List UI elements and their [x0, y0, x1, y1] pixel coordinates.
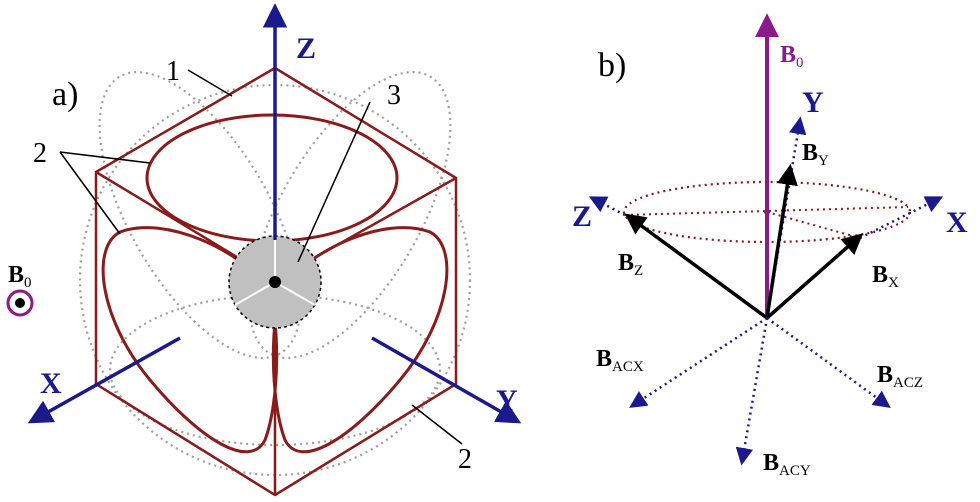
callout-2-left: 2 [33, 138, 47, 169]
bacy-label: BACY [763, 450, 811, 479]
callout-2-right-leader [411, 404, 463, 445]
x-axis-b-label: X [946, 206, 968, 239]
bz-vector [624, 213, 769, 320]
callout-1-leader [187, 69, 233, 97]
y-axis-b-label: Y [802, 86, 824, 119]
callout-3-leader [297, 101, 371, 263]
callout-2-right: 2 [458, 444, 472, 475]
ellipse-axis [624, 206, 909, 216]
center-dot [269, 276, 281, 288]
ellipse-axis [766, 211, 861, 239]
panel-b: b) B0 Y X Z BX BY BZ BACX BACY BACZ [572, 13, 968, 479]
b0-label-b: B0 [780, 42, 804, 71]
by-vector [765, 163, 798, 319]
b0-dot [15, 298, 25, 308]
right-coil [271, 226, 449, 454]
sphere-line [274, 281, 316, 306]
x-axis-b [859, 196, 944, 240]
panel-a-label: a) [52, 76, 78, 113]
panel-a: Z X Y a) 1 3 2 2 B0 [6, 3, 522, 497]
bacz-vector [766, 316, 891, 409]
z-axis-b-label: Z [572, 200, 592, 233]
callout-3: 3 [387, 80, 401, 111]
callout-1: 1 [166, 56, 180, 87]
bacx-vector [629, 316, 768, 408]
callout-2-leader [59, 151, 151, 164]
bx-label: BX [872, 262, 899, 291]
z-axis-label: Z [296, 32, 316, 65]
x-axis-label: X [40, 367, 62, 400]
y-axis-label: Y [496, 384, 518, 417]
y-axis [371, 336, 522, 424]
bx-vector [765, 233, 864, 320]
callout-2-leader [59, 151, 121, 235]
bacy-vector [735, 317, 769, 466]
by-label: BY [802, 140, 829, 169]
b0-out-of-plane-icon [6, 289, 34, 317]
sphere-line [234, 281, 276, 306]
left-coil [101, 226, 279, 454]
x-axis [27, 336, 181, 424]
bacz-label: BACZ [877, 362, 923, 391]
bacx-label: BACX [596, 346, 644, 375]
panel-b-label: b) [598, 47, 626, 84]
b0-label-a: B0 [8, 262, 32, 291]
z-axis-b [588, 196, 626, 217]
top-coil [145, 113, 399, 243]
bz-label: BZ [618, 250, 643, 279]
